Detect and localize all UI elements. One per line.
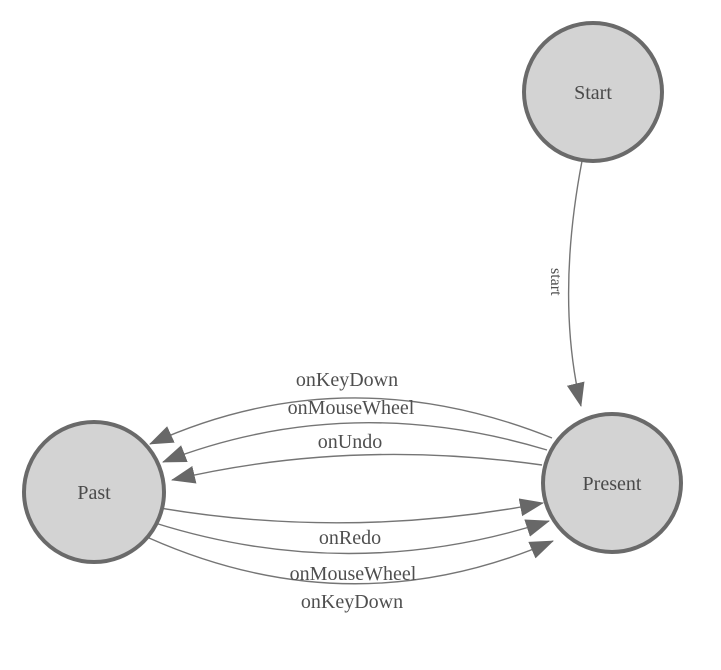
state-node-past-label: Past [77, 482, 111, 504]
edge-label-onkeydown-top: onKeyDown [296, 369, 398, 391]
state-node-present[interactable]: Present [541, 412, 683, 554]
edge-label-onmousewheel-bottom: onMouseWheel [290, 563, 417, 585]
edge-past-to-present-onmousewheel[interactable] [154, 519, 550, 555]
state-node-start-circle[interactable] [522, 21, 664, 163]
edge-present-to-past-onkeydown[interactable] [149, 397, 553, 445]
edge-group-present-to-past: onKeyDown onMouseWheel onUndo [149, 369, 553, 484]
edge-present-to-past-onmousewheel[interactable] [162, 422, 548, 463]
state-node-start[interactable]: Start [522, 21, 664, 163]
state-node-present-circle[interactable] [541, 412, 683, 554]
edge-group-start-to-present: start [547, 160, 585, 407]
state-node-past-circle[interactable] [22, 420, 166, 564]
state-node-past[interactable]: Past [22, 420, 166, 564]
edge-label-onundo: onUndo [318, 431, 382, 453]
edge-label-start: start [547, 268, 564, 296]
state-node-present-label: Present [583, 473, 642, 495]
edge-label-onkeydown-bottom: onKeyDown [301, 591, 403, 613]
state-node-start-label: Start [574, 82, 612, 104]
edge-present-to-past-onundo[interactable] [171, 453, 543, 484]
edge-label-onredo: onRedo [319, 527, 381, 549]
edge-past-to-present-onkeydown[interactable] [148, 537, 554, 585]
edge-past-to-present-onredo[interactable] [159, 498, 544, 524]
edge-group-past-to-present: onRedo onMouseWheel onKeyDown [148, 498, 554, 613]
edge-label-onmousewheel-top: onMouseWheel [288, 397, 415, 419]
edge-start-to-present[interactable] [566, 160, 585, 407]
